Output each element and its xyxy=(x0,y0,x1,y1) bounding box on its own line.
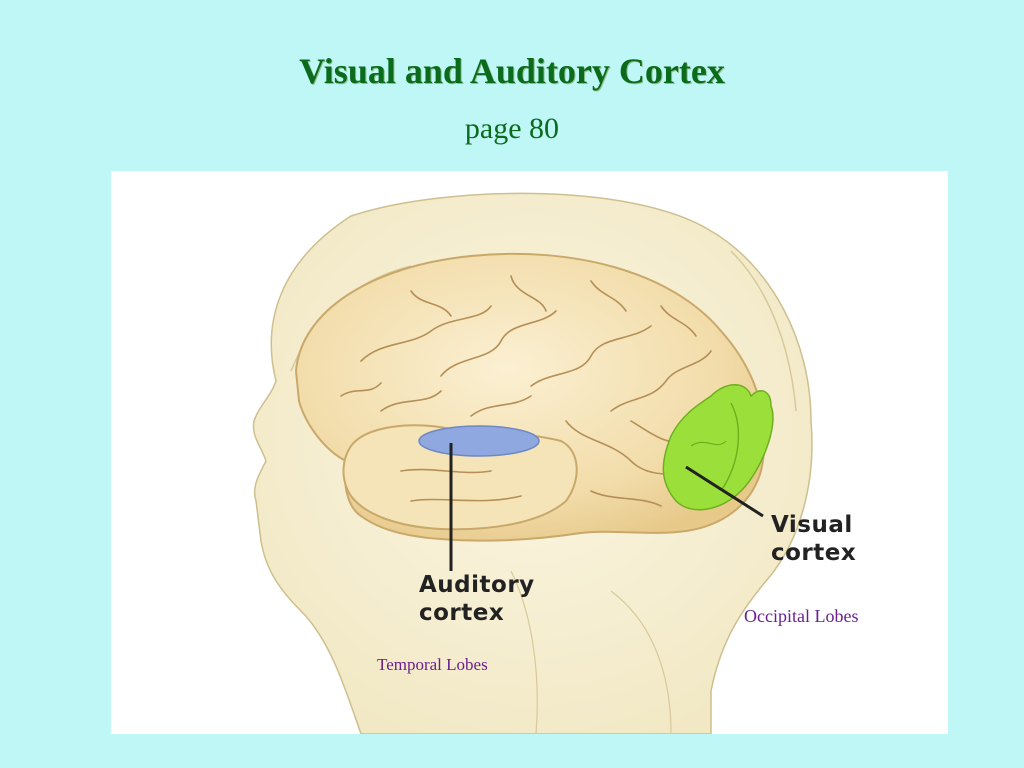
auditory-cortex-label: Auditory cortex xyxy=(419,571,535,627)
brain-illustration xyxy=(252,192,813,734)
visual-cortex-label-line2: cortex xyxy=(771,540,857,566)
visual-cortex-label-line1: Visual xyxy=(771,512,853,538)
visual-cortex-region xyxy=(662,384,774,511)
slide-subtitle: page 80 xyxy=(464,112,560,145)
visual-cortex-label: Visual cortex xyxy=(771,511,856,567)
brain-diagram-figure: Auditory cortex Visual cortex Occipital … xyxy=(111,171,948,734)
temporal-lobes-caption: Temporal Lobes xyxy=(377,655,488,674)
auditory-cortex-label-line2: cortex xyxy=(419,600,505,626)
visual-pointer-line xyxy=(685,465,764,518)
auditory-cortex-label-line1: Auditory xyxy=(419,572,535,598)
occipital-lobes-caption: Occipital Lobes xyxy=(744,606,859,626)
slide-title: Visual and Auditory Cortex xyxy=(299,51,725,91)
auditory-cortex-region xyxy=(418,425,540,457)
